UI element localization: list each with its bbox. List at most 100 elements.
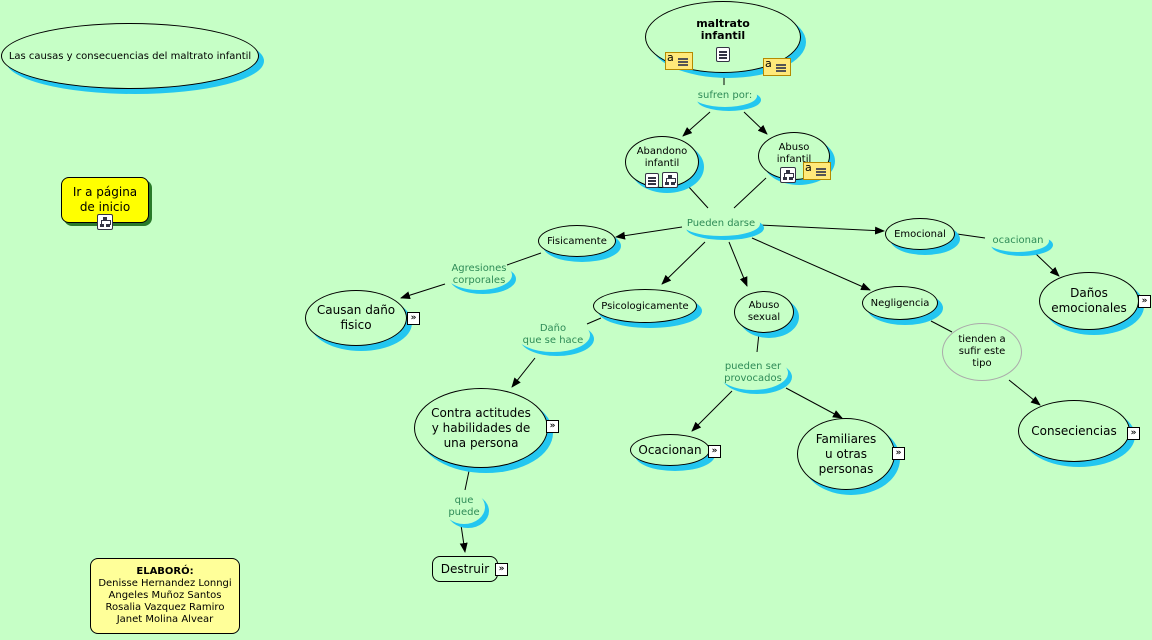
edge-pueden-ocacionan (691, 390, 733, 432)
concept-map-icon[interactable] (97, 214, 113, 230)
link-label: Agresiones (451, 263, 507, 274)
edge-pueden-familiares (785, 387, 843, 419)
credits-name: Janet Molina Alvear (116, 614, 214, 625)
concept-map-icon[interactable] (780, 167, 796, 183)
concept-label: fisico (340, 318, 372, 332)
concept-fisicamente: Fisicamente (538, 225, 616, 257)
link-label: puede (448, 507, 480, 518)
concept-familiares: Familiares u otras personas (797, 418, 895, 490)
edge-dano-contra (511, 357, 536, 388)
concept-label: Daños (1070, 286, 1108, 300)
document-icon[interactable] (645, 173, 659, 188)
concept-destruir: Destruir (432, 556, 498, 582)
edge-pueden-fisicamente (615, 226, 683, 240)
link-dano-que-se-hace: Daño que se hace (516, 318, 590, 352)
edge-pueden-psicologicamente (661, 241, 706, 285)
concept-label: Psicologicamente (601, 300, 689, 312)
double-chevron-right-icon[interactable]: » (1127, 427, 1140, 440)
edge-pueden-negligencia (751, 237, 871, 291)
edge-ocacionan-danos (1035, 253, 1060, 277)
edge-contra-que (464, 470, 470, 491)
concept-label: Contra actitudes (431, 405, 531, 420)
concept-label: infantil (644, 158, 680, 169)
document-icon[interactable] (716, 47, 730, 62)
edge-negligencia-tienden (930, 320, 953, 333)
double-chevron-right-icon[interactable]: » (495, 563, 508, 576)
edge-fisicamente-agresiones (506, 252, 542, 266)
edge-emocional-ocacionan (956, 233, 986, 239)
link-sufren-por: sufren por: (693, 85, 757, 107)
concept-map-icon[interactable] (662, 172, 678, 188)
link-label: Daño (539, 323, 567, 334)
concept-label: Fisicamente (547, 235, 607, 247)
home-button[interactable]: Ir a página de inicio (61, 177, 149, 223)
edge-pueden-emocional (759, 224, 885, 235)
concept-label: personas (818, 461, 874, 476)
concept-label: infantil (776, 154, 812, 165)
link-agresiones-corporales: Agresiones corporales (446, 260, 512, 290)
diagram-title: Las causas y consecuencias del maltrato … (8, 50, 252, 62)
concept-label: Conseciencias (1031, 424, 1117, 438)
double-chevron-right-icon[interactable]: » (407, 312, 420, 325)
double-chevron-right-icon[interactable]: » (1138, 295, 1151, 308)
credits-name: Denisse Hernandez Lonngi (98, 578, 232, 589)
link-label: que (454, 495, 474, 506)
concept-label: maltrato (696, 17, 750, 30)
link-pueden-darse: Pueden darse (682, 212, 760, 236)
link-label: que se hace (522, 335, 584, 346)
double-chevron-right-icon[interactable]: » (892, 447, 905, 460)
double-chevron-right-icon[interactable]: » (708, 445, 721, 458)
concept-label: sexual (747, 312, 781, 323)
concept-contra-actitudes: Contra actitudes y habilidades de una pe… (414, 388, 548, 468)
annotation-note-icon[interactable] (763, 57, 791, 76)
annotation-note-icon[interactable] (665, 51, 693, 70)
edge-sufren-abandono (682, 111, 711, 137)
concept-label: y habilidades de (431, 420, 531, 435)
link-pueden-ser-provocados: pueden ser provocados (718, 356, 788, 390)
edge-sufren-abuso (743, 111, 768, 135)
concept-ocacionan: Ocacionan (630, 434, 710, 466)
link-label: sufir este (958, 346, 1006, 357)
double-chevron-right-icon[interactable]: » (546, 420, 559, 433)
concept-abuso-sexual: Abuso sexual (734, 291, 794, 333)
link-label: pueden ser (724, 361, 782, 372)
concept-label: Abuso (748, 300, 780, 311)
concept-negligencia: Negligencia (862, 286, 938, 320)
home-button-line-1: Ir a página (72, 185, 138, 199)
concept-label: Emocional (894, 228, 946, 240)
concept-label: Destruir (440, 562, 490, 576)
concept-causan-dano-fisico: Causan daño fisico (305, 290, 407, 346)
edge-abandono-pueden (687, 185, 709, 209)
link-label: provocados (724, 373, 782, 384)
concept-label: Abuso (778, 142, 810, 153)
concept-label: infantil (700, 29, 746, 42)
concept-label: una persona (443, 435, 519, 450)
concept-label: Abandono (636, 146, 688, 157)
concept-label: u otras (824, 446, 867, 461)
link-label: corporales (452, 275, 506, 286)
edge-pueden-abusosexual (728, 241, 748, 287)
diagram-title-node: Las causas y consecuencias del maltrato … (1, 23, 259, 89)
concept-danos-emocionales: Daños emocionales (1039, 272, 1139, 330)
link-label: tipo (972, 358, 992, 369)
link-label: Pueden darse (686, 218, 756, 229)
link-que-puede: que puede (443, 490, 485, 524)
edge-psico-dano (586, 317, 602, 325)
edge-tienden-consecuencias (1008, 379, 1041, 406)
concept-label: Ocacionan (638, 443, 702, 457)
concept-psicologicamente: Psicologicamente (593, 289, 697, 323)
link-tienden-a-sufrir: tienden a sufir este tipo (942, 323, 1022, 381)
concept-label: Causan daño (316, 303, 396, 317)
edge-agresiones-causan (400, 283, 446, 300)
concept-label: Familiares (815, 431, 877, 446)
link-ocacionan: ocacionan (987, 230, 1049, 252)
link-label: tienden a (958, 334, 1006, 345)
credits-heading: ELABORÓ: (136, 566, 194, 577)
concept-emocional: Emocional (885, 218, 955, 250)
credits-name: Rosalia Vazquez Ramiro (105, 602, 225, 613)
edge-que-destruir (459, 524, 468, 553)
annotation-note-icon[interactable] (803, 161, 831, 180)
credits-box: ELABORÓ: Denisse Hernandez Lonngi Angele… (90, 558, 240, 634)
concept-label: Negligencia (870, 297, 930, 309)
